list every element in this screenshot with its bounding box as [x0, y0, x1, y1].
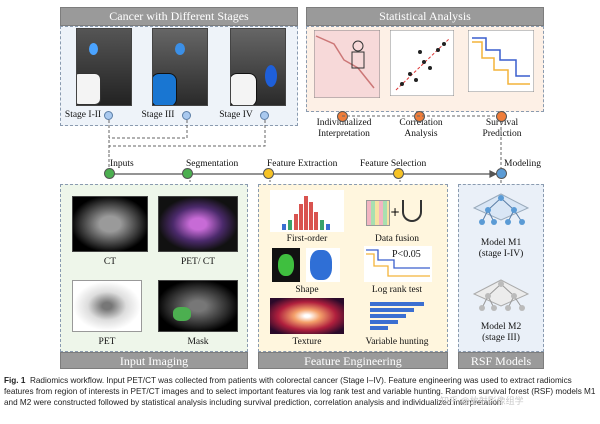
logrank-chart: [364, 246, 432, 282]
first-order-histogram: [270, 190, 344, 232]
flow-label-modeling: Modeling: [504, 159, 541, 169]
organ-inset: [153, 73, 177, 105]
caption-text: Radiomics workflow. Input PET/CT was col…: [4, 376, 596, 407]
cancer-stages-header: Cancer with Different Stages: [60, 7, 298, 26]
survival-chart: [468, 30, 534, 92]
watermark-text: 知乎 @放射影像组学: [440, 396, 524, 406]
petct-image: [158, 196, 238, 252]
model-m1-label: Model M1 (stage I-IV): [478, 238, 524, 259]
shape-box-b: [306, 248, 340, 282]
stage-node: [260, 111, 269, 120]
flow-label-extraction: Feature Extraction: [267, 159, 338, 169]
pet-image: [72, 280, 142, 332]
selection-node: [393, 168, 404, 179]
stage-iv-scan: [230, 28, 286, 106]
inputs-node: [104, 168, 115, 179]
stethoscope-icon: [402, 200, 422, 222]
input-imaging-header: Input Imaging: [60, 352, 248, 369]
mask-image: [158, 280, 238, 332]
model-m1-tree: [472, 193, 530, 225]
ct-label: CT: [103, 257, 117, 267]
interpretation-chart: [314, 30, 380, 98]
data-fusion-label: Data fusion: [374, 234, 420, 244]
stats-header: Statistical Analysis: [306, 7, 544, 26]
shape-blob: [310, 250, 332, 280]
variable-hunting-label: Variable hunting: [365, 337, 429, 347]
fusion-heatmap: [366, 200, 390, 226]
survival-label: Survival Prediction: [482, 118, 522, 139]
kidney-highlight: [265, 65, 277, 87]
figure-caption: Fig. 1 Radiomics workflow. Input PET/CT …: [4, 375, 596, 408]
first-order-label: First-order: [286, 234, 328, 244]
kidney-highlight: [175, 43, 185, 55]
model-m2-label: Model M2 (stage III): [480, 322, 522, 343]
correlation-chart: [390, 30, 454, 96]
texture-label: Texture: [292, 337, 322, 347]
flow-label-inputs: Inputs: [110, 159, 134, 169]
organ-inset: [77, 73, 101, 105]
interpretation-label: Individualized Interpretation: [316, 118, 372, 139]
kidney-highlight: [89, 43, 98, 55]
stage-i-ii-scan: [76, 28, 132, 106]
modeling-node: [496, 168, 507, 179]
organ-inset: [231, 73, 257, 105]
extraction-node: [263, 168, 274, 179]
shape-blob: [278, 254, 294, 276]
stage-label: Stage I-II: [64, 110, 102, 120]
shape-box-a: [272, 248, 300, 282]
logrank-label: Log rank test: [371, 285, 423, 295]
flow-label-selection: Feature Selection: [360, 159, 427, 169]
stage-node: [104, 111, 113, 120]
stage-label: Stage III: [141, 110, 175, 120]
petct-label: PET/ CT: [180, 257, 216, 267]
survival-node: [496, 111, 507, 122]
model-m2-tree: [472, 279, 530, 311]
variable-hunting-chart: [370, 302, 424, 330]
plus-icon: +: [390, 205, 401, 219]
segmentation-node: [182, 168, 193, 179]
stage-label: Stage IV: [219, 110, 253, 120]
rsf-models-header: RSF Models: [458, 352, 544, 369]
texture-map: [270, 298, 344, 334]
mask-label: Mask: [187, 337, 209, 347]
mask-region: [173, 307, 191, 321]
ct-image: [72, 196, 148, 252]
correlation-label: Correlation Analysis: [399, 118, 443, 139]
pvalue-label: P<0.05: [392, 249, 421, 260]
shape-label: Shape: [295, 285, 319, 295]
stage-iii-scan: [152, 28, 208, 106]
figure-number: Fig. 1: [4, 376, 26, 385]
stage-node: [182, 111, 191, 120]
flow-label-segmentation: Segmentation: [186, 159, 239, 169]
feature-engineering-header: Feature Engineering: [258, 352, 448, 369]
pet-label: PET: [98, 337, 116, 347]
